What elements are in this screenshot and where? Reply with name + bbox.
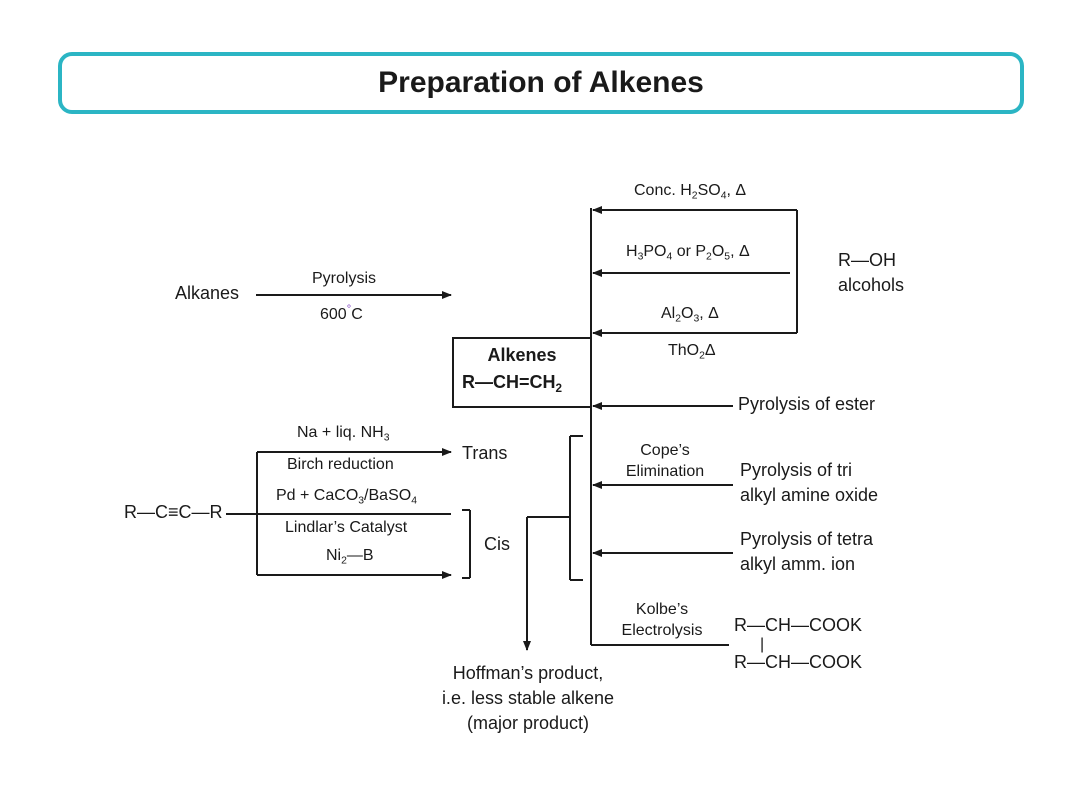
- title-box: Preparation of Alkenes: [58, 52, 1024, 114]
- page-title: Preparation of Alkenes: [378, 66, 704, 99]
- trans-label: Trans: [462, 443, 508, 463]
- hoffman-line-1: Hoffman’s product,: [452, 663, 604, 683]
- alkyne-label: R—C≡C—R: [124, 502, 223, 522]
- temperature-label: 600°C: [320, 303, 363, 323]
- kolbe-formula-1: R—CH—COOK: [734, 615, 863, 635]
- alkanes-label: Alkanes: [175, 283, 240, 303]
- pd-caco3-reagent: Pd + CaCO3/BaSO4: [276, 487, 417, 507]
- kolbe-reagent-1: Kolbe’s: [635, 601, 689, 618]
- pyrolysis-reagent: Pyrolysis: [312, 270, 377, 287]
- tetra-label-1: Pyrolysis of tetra: [740, 529, 874, 549]
- kolbe-formula-2: R—CH—COOK: [734, 652, 863, 672]
- copes-reagent-2: Elimination: [625, 463, 705, 480]
- alkenes-formula: R—CH=CH2: [462, 372, 563, 396]
- kolbe-reagent-2: Electrolysis: [621, 622, 703, 639]
- alcohols-label: alcohols: [838, 275, 905, 295]
- copes-reagent-1: Cope’s: [640, 442, 690, 459]
- copes-label-2: alkyl amine oxide: [740, 485, 879, 505]
- copes-label-1: Pyrolysis of tri: [740, 460, 853, 480]
- alkenes-label: Alkenes: [487, 345, 557, 365]
- kolbe-bond: |: [760, 636, 765, 653]
- hoffman-line-3: (major product): [466, 713, 590, 733]
- hoffman-line-2: i.e. less stable alkene: [441, 688, 615, 708]
- birch-reagent: Birch reduction: [287, 456, 394, 473]
- al2o3-reagent: Al2O3, Δ: [661, 305, 719, 325]
- ni2b-reagent: Ni2—B: [326, 547, 374, 567]
- lindlar-reagent: Lindlar’s Catalyst: [285, 519, 408, 536]
- conc-h2so4-reagent: Conc. H2SO4, Δ: [634, 182, 747, 202]
- h3po4-reagent: H3PO4 or P2O5, Δ: [626, 243, 750, 263]
- roh-label: R—OH: [838, 250, 896, 270]
- cis-label: Cis: [484, 534, 510, 554]
- tetra-label-2: alkyl amm. ion: [740, 554, 856, 574]
- tho2-reagent: ThO2Δ: [668, 342, 716, 362]
- ester-label: Pyrolysis of ester: [738, 394, 876, 414]
- na-nh3-reagent: Na + liq. NH3: [297, 424, 390, 444]
